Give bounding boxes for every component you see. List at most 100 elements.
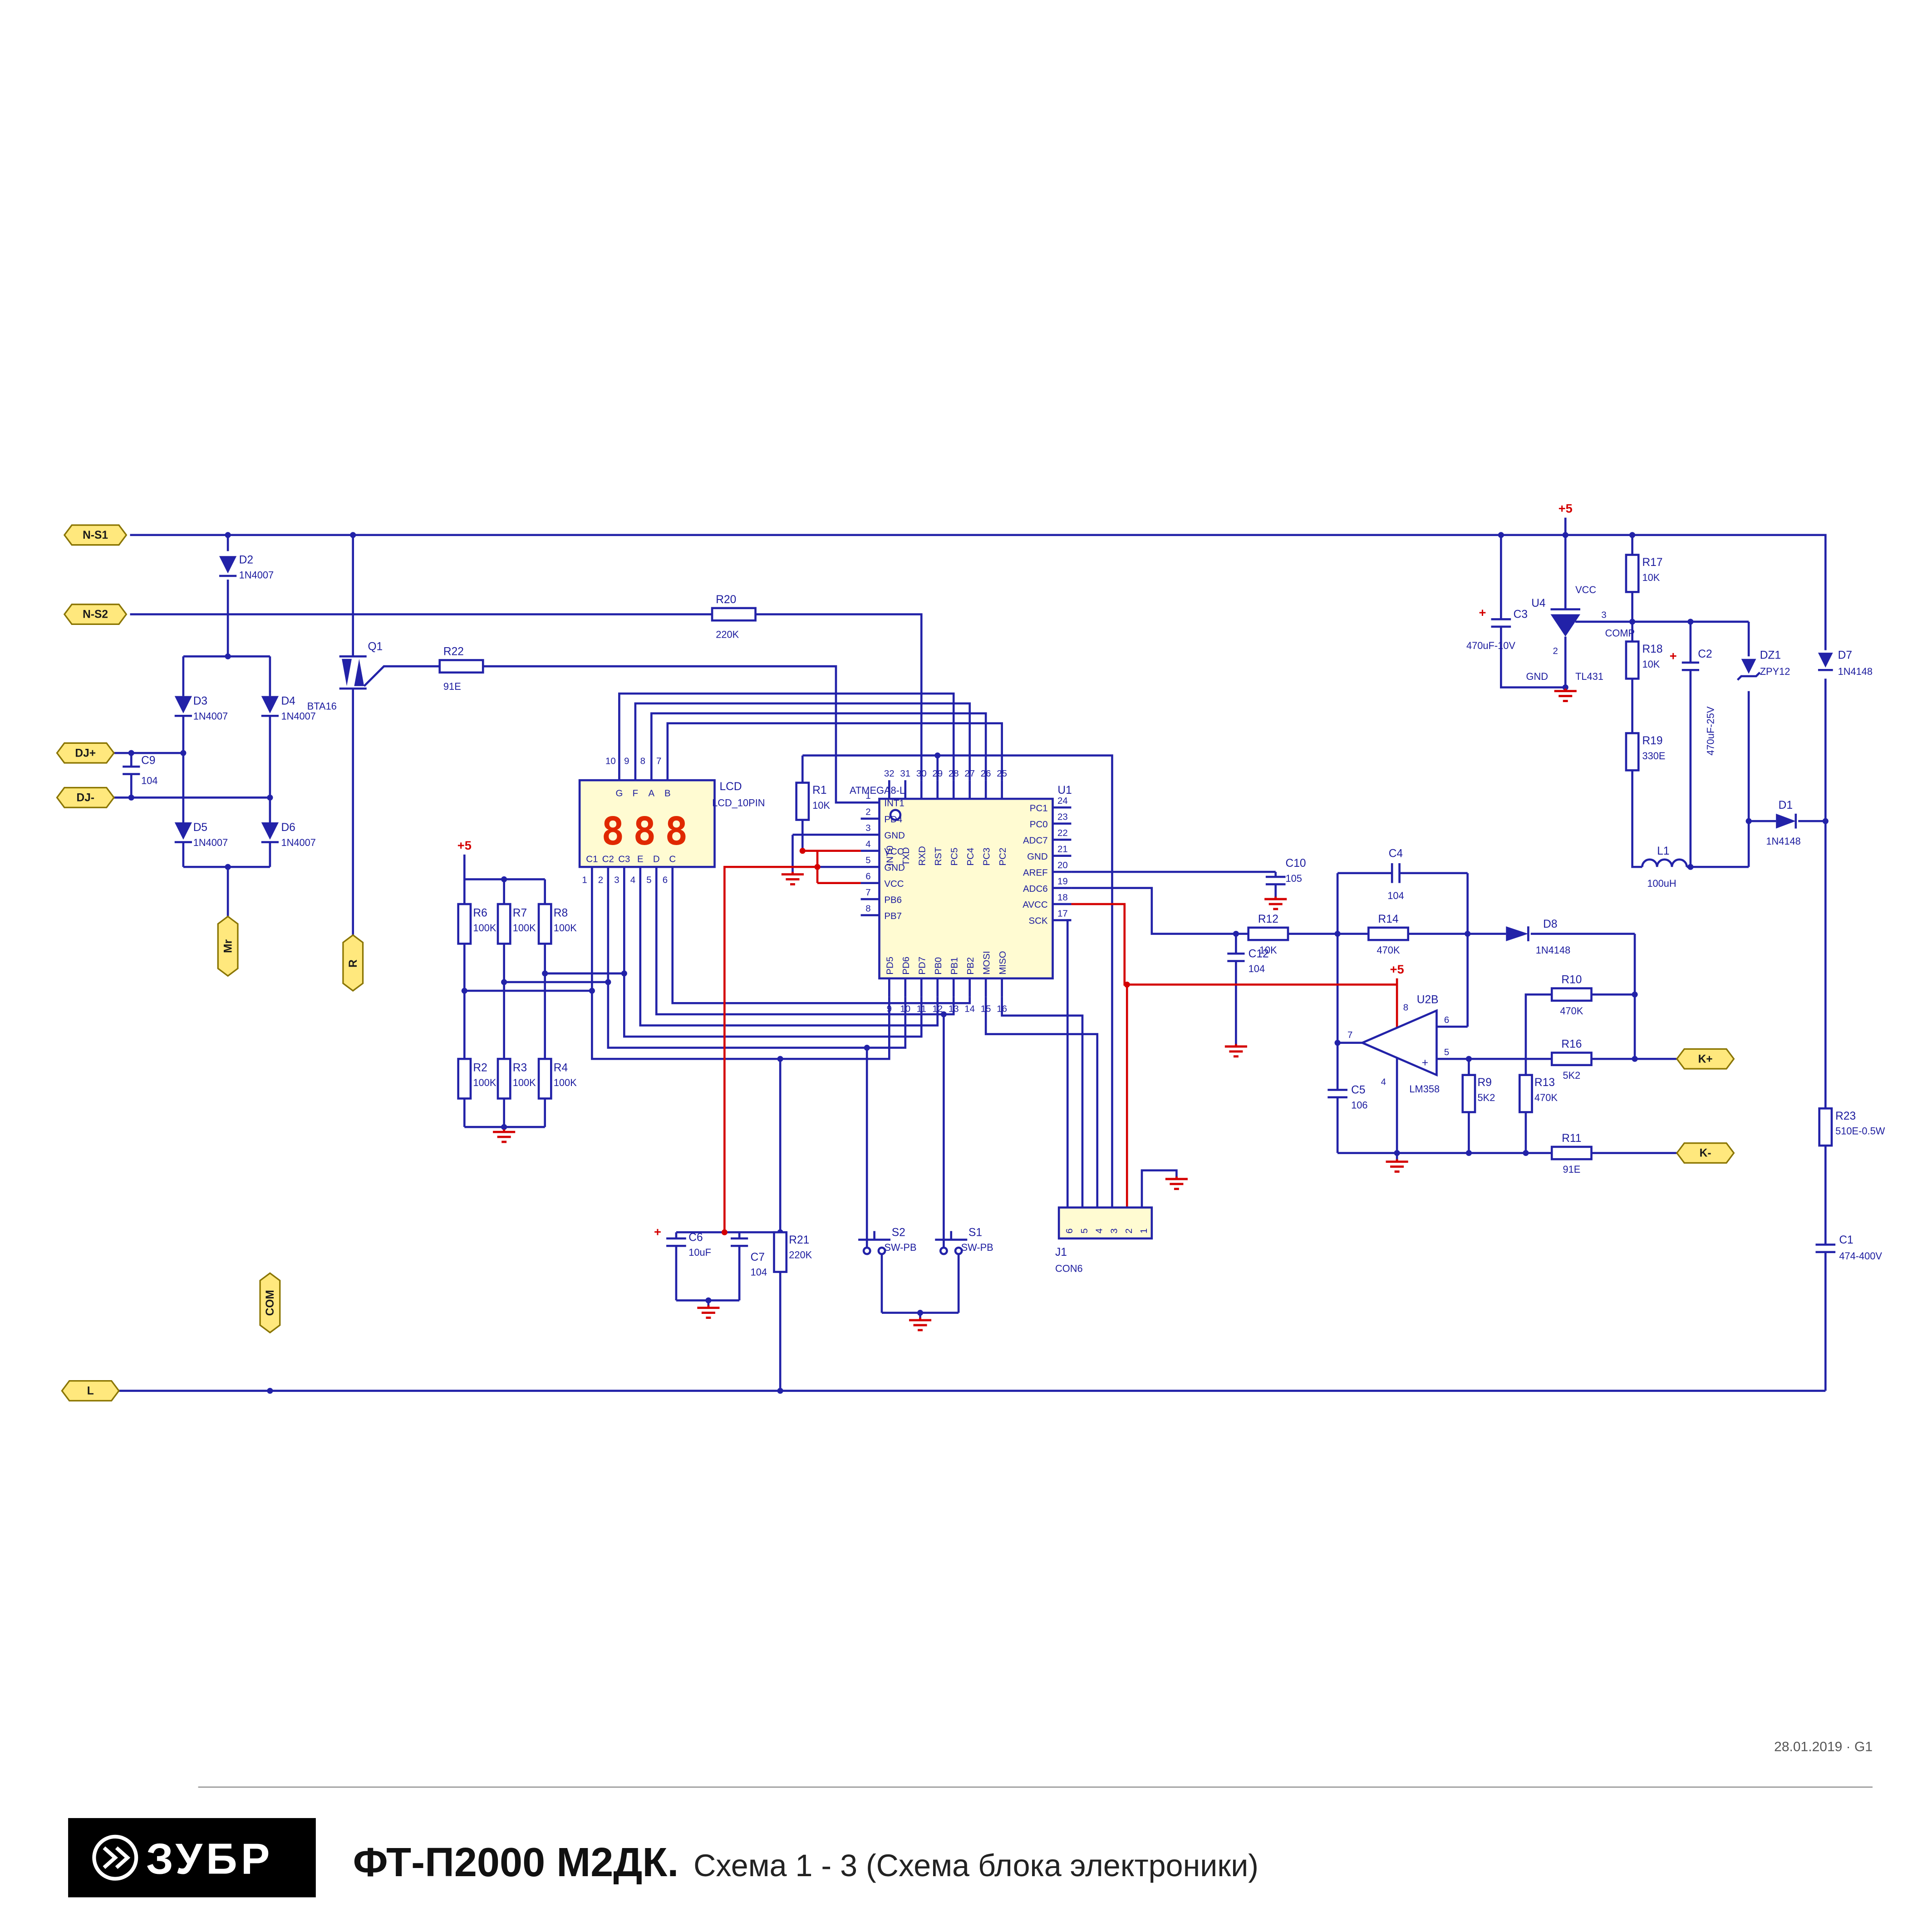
svg-text:R10: R10 <box>1561 974 1582 986</box>
svg-text:470K: 470K <box>1534 1092 1558 1103</box>
svg-text:106: 106 <box>1351 1099 1367 1111</box>
lcd-display: 888 G F A B 10 9 8 7 C1 C2 C3 E D C 1 2 … <box>578 756 765 885</box>
diode-d5: D5 1N4007 <box>174 821 228 848</box>
svg-text:220K: 220K <box>789 1249 812 1261</box>
svg-text:U2B: U2B <box>1417 993 1439 1006</box>
svg-text:R16: R16 <box>1561 1038 1582 1051</box>
ic-u1-atmega8: ATMEGA8-L U1 32 31 30 29 28 27 26 25 INT… <box>850 768 1072 1014</box>
svg-text:R6: R6 <box>473 907 487 919</box>
net-flag-ns1: N-S1 <box>63 524 128 546</box>
switch-s2: S2 SW-PB <box>862 1226 917 1255</box>
svg-text:104: 104 <box>1387 890 1404 901</box>
svg-text:100K: 100K <box>513 1077 536 1088</box>
svg-text:100K: 100K <box>473 1077 496 1088</box>
svg-text:R8: R8 <box>554 907 568 919</box>
svg-text:R23: R23 <box>1835 1110 1856 1122</box>
svg-text:4: 4 <box>1381 1077 1386 1087</box>
svg-text:19: 19 <box>1057 876 1068 886</box>
u1-ref: U1 <box>1057 784 1072 796</box>
svg-text:4: 4 <box>865 839 870 850</box>
svg-text:R13: R13 <box>1534 1077 1555 1089</box>
svg-text:C5: C5 <box>1351 1084 1365 1096</box>
svg-text:5K2: 5K2 <box>1563 1070 1580 1081</box>
svg-text:R20: R20 <box>716 594 736 606</box>
svg-text:470K: 470K <box>1377 944 1400 956</box>
svg-text:C7: C7 <box>751 1251 765 1263</box>
net-flag-dj-plus: DJ+ <box>56 742 115 764</box>
logo-chevron-icon <box>103 1846 131 1869</box>
svg-text:3: 3 <box>1109 1229 1119 1234</box>
resistor-r9: R9 5K2 <box>1461 1074 1495 1113</box>
svg-text:470uF-10V: 470uF-10V <box>1466 640 1515 651</box>
svg-text:PC2: PC2 <box>998 848 1008 866</box>
svg-text:AVCC: AVCC <box>1023 900 1047 910</box>
svg-text:GND: GND <box>884 862 905 873</box>
svg-text:PD7: PD7 <box>917 957 927 975</box>
svg-text:474-400V: 474-400V <box>1839 1250 1882 1262</box>
net-flag-com: COM <box>259 1272 281 1334</box>
svg-text:A: A <box>649 788 655 799</box>
junction-dots <box>128 532 1829 1394</box>
diode-d7: D7 1N4148 <box>1818 649 1873 677</box>
svg-text:100K: 100K <box>473 922 496 934</box>
ground-icon <box>1165 1176 1188 1189</box>
brand-logo: ЗУБР <box>68 1818 316 1898</box>
net-flag-l: L <box>61 1380 120 1401</box>
diode-dz1: DZ1 ZPY12 <box>1736 649 1790 681</box>
svg-text:2: 2 <box>865 807 870 817</box>
svg-text:1N4148: 1N4148 <box>1766 836 1800 847</box>
svg-text:6: 6 <box>663 875 668 885</box>
inductor-l1: L1 100uH <box>1641 845 1688 889</box>
resistor-r21: R21 220K <box>773 1231 812 1273</box>
svg-text:Mr: Mr <box>222 939 234 953</box>
wire-lcd-bus <box>591 692 1003 1060</box>
svg-text:VCC: VCC <box>1575 584 1596 595</box>
svg-text:C2: C2 <box>602 854 614 864</box>
diode-d4: D4 1N4007 <box>261 695 316 722</box>
svg-text:4: 4 <box>1094 1229 1105 1234</box>
resistor-r16: R16 5K2 <box>1550 1038 1593 1081</box>
triac-q1: Q1 BTA16 <box>307 641 383 712</box>
svg-text:104: 104 <box>1249 963 1265 974</box>
resistor-r14: R14 470K <box>1367 913 1410 956</box>
resistor-r7: R7 100K <box>497 903 536 945</box>
svg-text:S1: S1 <box>968 1226 982 1239</box>
logo-badge-icon <box>92 1834 138 1881</box>
wire-bridge <box>182 535 271 917</box>
svg-text:D4: D4 <box>281 695 295 708</box>
net-flag-k-minus: K- <box>1676 1142 1735 1164</box>
svg-text:10: 10 <box>900 1003 910 1014</box>
resistor-r1: R1 10K <box>795 782 830 821</box>
svg-text:21: 21 <box>1057 844 1068 854</box>
ic-u4-tl431: U4 TL431 VCC 3 COMP 2 GND <box>1526 584 1635 682</box>
svg-text:C4: C4 <box>1389 847 1403 860</box>
svg-text:R: R <box>347 959 359 968</box>
ground-icon <box>697 1305 719 1317</box>
svg-text:GND: GND <box>884 830 905 841</box>
svg-text:SW-PB: SW-PB <box>884 1242 916 1253</box>
svg-text:1: 1 <box>1139 1229 1149 1234</box>
resistor-r12: R12 10K <box>1247 913 1289 956</box>
capacitor-c7: C7 104 <box>731 1237 767 1278</box>
svg-text:L: L <box>87 1385 94 1397</box>
svg-text:10uF: 10uF <box>688 1247 711 1258</box>
net-flag-ns2: N-S2 <box>63 604 128 625</box>
svg-text:R9: R9 <box>1478 1077 1492 1089</box>
svg-text:LCD: LCD <box>719 781 742 793</box>
capacitor-c4: C4 104 <box>1387 847 1404 901</box>
svg-text:470K: 470K <box>1560 1005 1583 1017</box>
net-flags: N-S1 N-S2 DJ+ DJ- Mr R COM L <box>56 524 1735 1401</box>
svg-text:PB6: PB6 <box>884 895 902 905</box>
svg-text:R4: R4 <box>554 1062 568 1074</box>
svg-text:104: 104 <box>751 1267 767 1278</box>
resistor-r23: R23 510E-0.5W <box>1818 1107 1885 1147</box>
u1-name: ATMEGA8-L <box>850 785 905 796</box>
svg-text:25: 25 <box>997 768 1007 779</box>
svg-text:C12: C12 <box>1249 948 1269 960</box>
svg-text:PB7: PB7 <box>884 911 902 921</box>
svg-text:20: 20 <box>1057 860 1068 870</box>
svg-text:16: 16 <box>997 1003 1007 1014</box>
capacitor-c5: C5 106 <box>1327 1084 1368 1111</box>
svg-text:8: 8 <box>865 903 870 914</box>
svg-text:F: F <box>633 788 639 799</box>
